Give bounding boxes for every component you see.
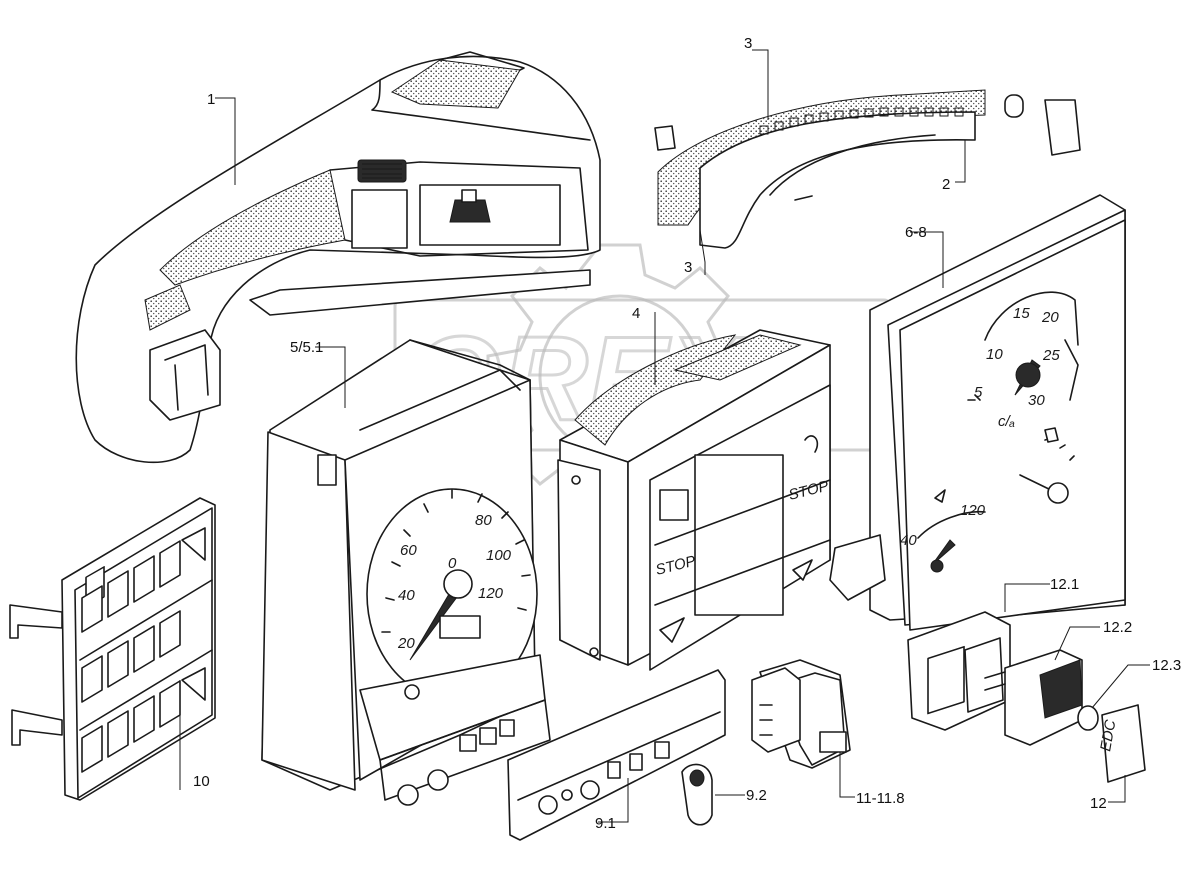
part-edc-cap: EDC (1097, 704, 1146, 783)
part-bezel-strips (654, 89, 1081, 249)
callout-12-1: 12.1 (1050, 576, 1079, 593)
callout-12-2: 12.2 (1103, 619, 1132, 636)
fuel-icon (1044, 427, 1059, 443)
callout-labels: 1 2 3 3 4 5/5.1 6-8 9.1 9.2 10 11-11.8 1… (193, 35, 1181, 832)
part-indicator-lamp (681, 763, 713, 826)
module-symbol-icon (659, 489, 689, 521)
part-control-module: STOP STOP (557, 329, 831, 671)
part-speedometer: 20 40 60 80 100 120 0 (261, 339, 551, 806)
callout-1: 1 (207, 91, 215, 108)
callout-5: 5/5.1 (290, 339, 323, 356)
arrow-up-icon (792, 559, 813, 581)
part-gauge-panel: 10 15 20 25 5 30 c/ₐ 40 120 (829, 194, 1126, 631)
part-switch-lens (1077, 705, 1099, 731)
temp-label-40: 40 (900, 532, 917, 549)
temp-icon (934, 489, 946, 503)
switch-window-icon (819, 731, 847, 753)
callout-12-3: 12.3 (1152, 657, 1181, 674)
gauge-rpm-unit: c/ₐ (998, 413, 1015, 430)
part-cap (1004, 94, 1024, 118)
callout-2: 2 (942, 176, 950, 193)
callout-3-bottom: 3 (684, 259, 692, 276)
gauge-label-30: 30 (1028, 392, 1045, 409)
speed-label-60: 60 (400, 542, 417, 559)
callout-3-top: 3 (744, 35, 752, 52)
callout-9-2: 9.2 (746, 787, 767, 804)
callout-9-1: 9.1 (595, 815, 616, 832)
part-dashboard-cover (75, 51, 601, 464)
callout-6-8: 6-8 (905, 224, 927, 241)
speed-label-120: 120 (478, 585, 504, 602)
part-rocker-switch (751, 659, 851, 769)
gauge-label-20: 20 (1041, 309, 1059, 326)
part-knob (654, 125, 676, 151)
callout-12: 12 (1090, 795, 1107, 812)
gauge-label-5: 5 (974, 384, 983, 401)
gauge-label-15: 15 (1013, 305, 1030, 322)
callout-4: 4 (632, 305, 640, 322)
arrow-up-icon (659, 617, 685, 643)
callout-10: 10 (193, 773, 210, 790)
leader-lines (179, 49, 1150, 823)
speed-label-0: 0 (448, 555, 457, 572)
speed-label-100: 100 (486, 547, 512, 564)
part-switch-housing (907, 611, 1011, 731)
speed-label-20: 20 (397, 635, 415, 652)
part-switch-frame (9, 497, 216, 801)
callout-11: 11-11.8 (856, 790, 905, 807)
speed-label-40: 40 (398, 587, 415, 604)
speed-label-80: 80 (475, 512, 492, 529)
gauge-label-25: 25 (1042, 347, 1060, 364)
edc-label: EDC (1097, 718, 1119, 752)
part-switch-plate (507, 669, 726, 841)
part-clip (1044, 99, 1081, 156)
temp-label-120: 120 (960, 502, 986, 519)
gauge-label-10: 10 (986, 346, 1003, 363)
